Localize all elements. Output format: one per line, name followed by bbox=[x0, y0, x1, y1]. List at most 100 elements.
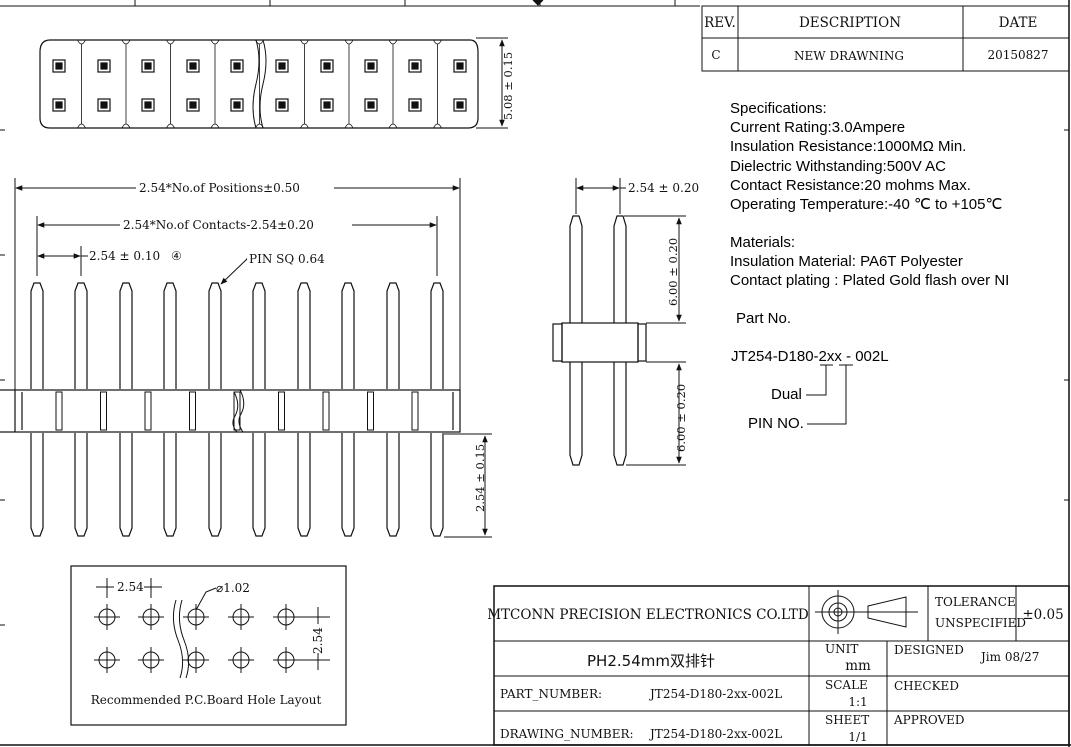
pin-square-center bbox=[367, 101, 375, 109]
pin-square bbox=[230, 98, 244, 112]
break-line bbox=[238, 389, 245, 433]
pin-upper bbox=[341, 282, 355, 389]
pin-lower bbox=[430, 433, 444, 537]
upper-pin-label: 6.00 ± 0.20 bbox=[666, 238, 680, 306]
pcb-pitch-y: 2.54 bbox=[311, 627, 325, 654]
insulator-divider bbox=[300, 39, 309, 129]
pin-square-center bbox=[55, 62, 63, 70]
pin-square-center bbox=[411, 101, 419, 109]
pin-square bbox=[408, 59, 422, 73]
pin-square bbox=[453, 98, 467, 112]
pin-square-center bbox=[323, 62, 331, 70]
pin-square-center bbox=[323, 101, 331, 109]
pin-square-center bbox=[233, 62, 241, 70]
title-block-text: MTCONN PRECISION ELECTRONICS CO.LTD TOLE… bbox=[487, 595, 1063, 744]
part-no-code: JT254-D180-2xx - 002L bbox=[731, 348, 889, 365]
insulator-gap bbox=[411, 391, 419, 431]
material-line: Insulation Material: PA6T Polyester bbox=[730, 253, 963, 270]
pin-upper bbox=[386, 282, 400, 389]
pin-lower bbox=[208, 433, 222, 537]
pin-square-center bbox=[456, 101, 464, 109]
pin-square-center bbox=[411, 62, 419, 70]
insulator-divider bbox=[388, 39, 398, 129]
designed-label: DESIGNED bbox=[894, 643, 964, 657]
drawing-number-value: JT254-D180-2xx-002L bbox=[648, 727, 782, 741]
tolerance-label-2: UNSPECIFIED bbox=[935, 616, 1026, 630]
pitch-note: ④ bbox=[171, 249, 182, 263]
pin-lower bbox=[119, 433, 133, 537]
sheet-label: SHEET bbox=[825, 713, 869, 727]
pin-square-center bbox=[456, 62, 464, 70]
pin-square-center bbox=[144, 62, 152, 70]
front-view bbox=[0, 282, 461, 537]
pin-upper bbox=[208, 282, 222, 389]
pin-square-center bbox=[367, 62, 375, 70]
pin-square-center bbox=[100, 101, 108, 109]
pin-square bbox=[141, 98, 155, 112]
row-pitch-label: 2.54 ± 0.20 bbox=[628, 181, 699, 195]
checked-label: CHECKED bbox=[894, 679, 959, 693]
pin-lower bbox=[163, 433, 177, 537]
pin-upper bbox=[430, 282, 444, 389]
rev-header: REV. bbox=[704, 15, 736, 31]
header-height-label: 5.08 ± 0.15 bbox=[501, 52, 515, 120]
pin-square bbox=[186, 59, 200, 73]
material-line: Contact plating : Plated Gold flash over… bbox=[730, 272, 1009, 289]
side-view bbox=[552, 215, 647, 466]
pin-upper bbox=[74, 282, 88, 389]
pin-upper bbox=[119, 282, 133, 389]
approved-label: APPROVED bbox=[893, 713, 965, 727]
description-value: NEW DRAWNING bbox=[794, 49, 904, 63]
pin-lower bbox=[30, 433, 44, 537]
pin-square bbox=[453, 59, 467, 73]
pitch-label: 2.54 ± 0.10 bbox=[89, 249, 160, 263]
pin-square bbox=[408, 98, 422, 112]
pin-lower bbox=[74, 433, 88, 537]
part-no-heading: Part No. bbox=[736, 310, 791, 327]
sheet-value: 1/1 bbox=[848, 730, 867, 744]
pcb-layout-box: 2.54 2.54 ⌀1.02 Recommended P.C.Board Ho… bbox=[70, 565, 347, 726]
pin-lower bbox=[386, 433, 400, 537]
spec-line: Dielectric Withstanding:500V AC bbox=[730, 158, 946, 175]
insulator-divider bbox=[166, 39, 175, 129]
pcb-holes bbox=[94, 599, 299, 679]
pin-square bbox=[97, 98, 111, 112]
insulator-gap bbox=[55, 391, 63, 431]
unit-value: mm bbox=[845, 658, 871, 674]
insulator-gap bbox=[144, 391, 152, 431]
pin-square bbox=[230, 59, 244, 73]
tolerance-label-1: TOLERANCE bbox=[935, 595, 1016, 609]
insulator-gap bbox=[367, 391, 374, 431]
pin-square-center bbox=[55, 101, 63, 109]
insulator-divider bbox=[121, 39, 131, 129]
pin-square bbox=[141, 59, 155, 73]
spec-line: Contact Resistance:20 mohms Max. bbox=[730, 177, 971, 194]
pin-square bbox=[275, 98, 289, 112]
pin-square-center bbox=[233, 101, 241, 109]
insulator-body bbox=[14, 389, 461, 433]
insulator-divider bbox=[344, 39, 354, 129]
pin-upper bbox=[163, 282, 177, 389]
tail-length-label: 2.54 ± 0.15 bbox=[473, 444, 487, 512]
callout-dual: Dual bbox=[771, 386, 802, 403]
specifications-heading: Specifications: bbox=[730, 100, 827, 117]
pin-square-center bbox=[278, 62, 286, 70]
pin-square-center bbox=[100, 62, 108, 70]
insulator-gap bbox=[189, 391, 196, 431]
pcb-hole-diameter: ⌀1.02 bbox=[216, 581, 250, 595]
pin-upper bbox=[30, 282, 44, 389]
callout-pin-no: PIN NO. bbox=[748, 415, 804, 432]
pin-square-center bbox=[189, 101, 197, 109]
insulator-divider bbox=[77, 39, 86, 129]
pin-square bbox=[186, 98, 200, 112]
pcb-caption: Recommended P.C.Board Hole Layout bbox=[91, 693, 322, 707]
insulator-gap bbox=[100, 391, 107, 431]
pcb-dimensions bbox=[96, 578, 330, 670]
pin-upper bbox=[252, 282, 266, 389]
positions-length-label: 2.54*No.of Positions±0.50 bbox=[139, 181, 300, 195]
rev-value: C bbox=[711, 48, 720, 62]
pin-square bbox=[52, 98, 66, 112]
pin-square bbox=[275, 59, 289, 73]
